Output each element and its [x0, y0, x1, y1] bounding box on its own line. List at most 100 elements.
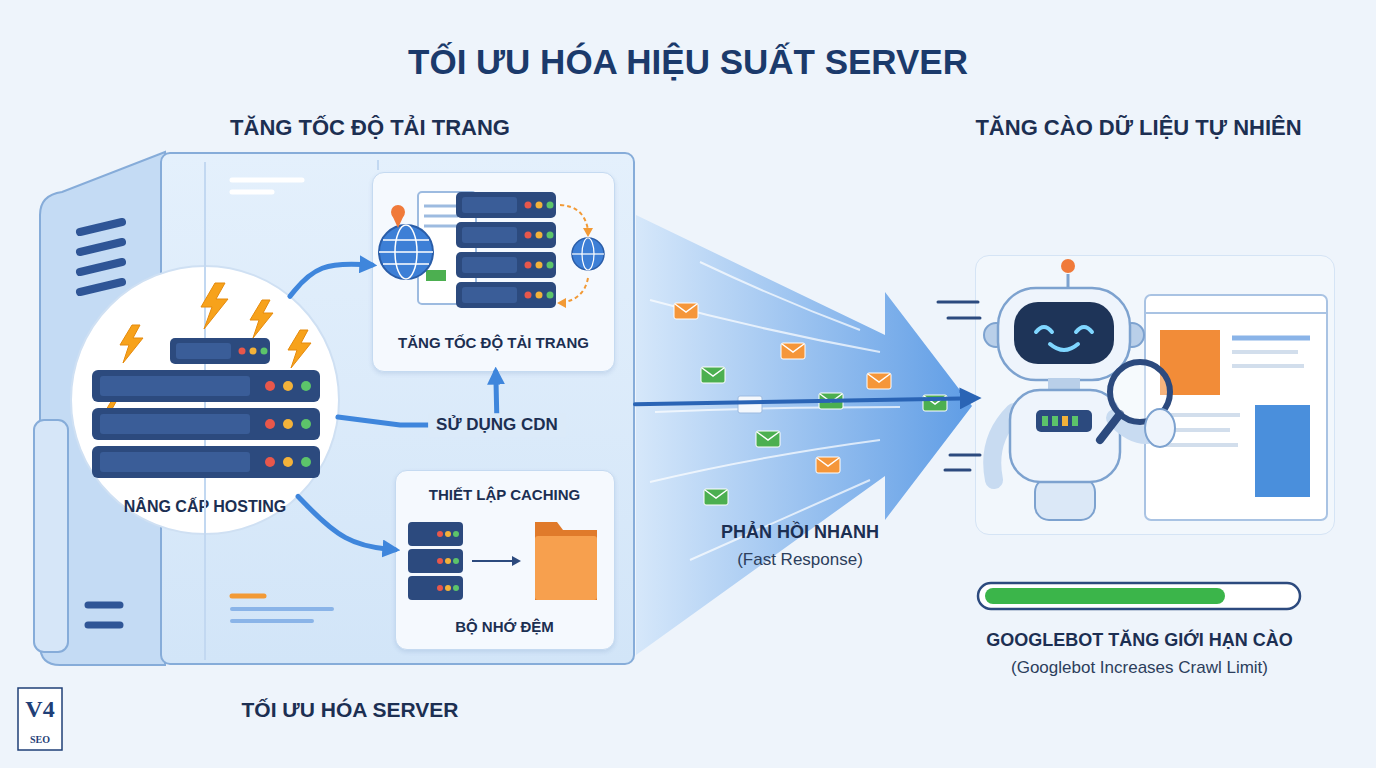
server-tower [34, 420, 68, 652]
web-page-illustration [1160, 330, 1220, 395]
node-heading: THIẾT LẬP CACHING [429, 486, 580, 503]
node-heading: NÂNG CẤP HOSTING [124, 498, 286, 516]
googlebot-robot [1061, 259, 1075, 273]
googlebot-robot [984, 323, 1008, 347]
panel-decoration [205, 160, 378, 660]
response-arrow-band [636, 215, 972, 655]
cdn-illustration [379, 225, 433, 279]
googlebot-robot [1062, 416, 1068, 426]
logo-mark: V4 [25, 696, 54, 724]
server-tower [88, 605, 120, 625]
googlebot-robot [1045, 416, 1075, 426]
googlebot-area: TĂNG CÀO DỮ LIỆU TỰ NHIÊNGOOGLEBOT TĂNG … [975, 255, 1335, 535]
edge-label: PHẢN HỒI NHANH [721, 522, 879, 543]
node-text: BỘ NHỚ ĐỆM [455, 618, 554, 635]
googlebot-robot [1036, 327, 1092, 350]
node-heading: TĂNG TỐC ĐỘ TẢI TRANG [230, 115, 510, 140]
caching-illustration [408, 549, 463, 573]
server-stack [92, 338, 320, 478]
caching-box: THIẾT LẬP CACHING BỘ NHỚ ĐỆM [395, 470, 615, 650]
logo-mark: SEO [30, 734, 50, 746]
googlebot-robot [1010, 390, 1120, 482]
node-text: (Googlebot Increases Crawl Limit) [1011, 658, 1268, 678]
circle-outline [70, 265, 340, 535]
data-envelope [674, 303, 698, 319]
lightning-bolt [201, 283, 228, 329]
data-envelope [781, 343, 805, 359]
connector-arrow [290, 264, 372, 296]
data-envelope [819, 393, 843, 409]
lightning-bolt [120, 325, 143, 363]
cdn-illustration [456, 192, 556, 218]
googlebot-robot [1120, 323, 1144, 347]
web-page-illustration [1255, 405, 1310, 497]
web-page-illustration [1160, 352, 1304, 445]
lightning-bolt [103, 283, 311, 428]
diagram-title: TỐI ƯU HÓA HIỆU SUẤT SERVER [408, 42, 968, 82]
googlebot-robot [998, 288, 1130, 380]
googlebot-robot [1036, 410, 1092, 432]
panel-decoration [232, 594, 264, 599]
caching-illustration [535, 522, 597, 600]
hosting-circle: NÂNG CẤP HOSTING [70, 265, 340, 535]
panel-decoration [232, 180, 302, 192]
server-tower [80, 222, 122, 292]
cdn-illustration [456, 252, 556, 278]
lightning-bolt [250, 300, 273, 338]
cdn-illustration [391, 205, 405, 219]
data-envelope [816, 457, 840, 473]
googlebot-robot [1110, 362, 1170, 422]
cdn-illustration [456, 222, 556, 248]
googlebot-robot [1035, 478, 1095, 520]
data-envelope [701, 367, 725, 383]
connector-arrow [338, 372, 497, 425]
connector-arrow [635, 398, 975, 404]
node-text: TỐI ƯU HÓA SERVER [242, 698, 459, 722]
web-page-illustration [1145, 295, 1327, 520]
data-envelope [756, 431, 780, 447]
data-envelope [738, 396, 762, 413]
caching-illustration [512, 556, 521, 566]
lightning-bolt [103, 400, 120, 428]
caching-illustration [408, 576, 463, 600]
logo-frame [18, 688, 62, 750]
googlebot-robot [1067, 274, 1070, 290]
cdn-illustration [560, 205, 588, 303]
cdn-illustration [379, 192, 604, 308]
caching-illustration [535, 536, 597, 600]
cdn-illustration [418, 192, 476, 304]
cdn-illustration [456, 282, 556, 308]
cdn-illustration [392, 215, 404, 228]
panel-decoration [232, 609, 332, 621]
connector-arrow [298, 496, 395, 549]
googlebot-robot [1145, 409, 1175, 447]
node-heading: TĂNG CÀO DỮ LIỆU TỰ NHIÊN [975, 115, 1301, 140]
cdn-box: TĂNG TỐC ĐỘ TẢI TRANG [372, 172, 615, 372]
server-stack [170, 338, 270, 364]
crawl-progress-bar [985, 588, 1225, 604]
cdn-illustration [572, 238, 604, 270]
data-envelope [704, 489, 728, 505]
label-text: (Fast Response) [737, 550, 863, 570]
logo-frame [18, 688, 62, 750]
cdn-illustration [582, 238, 594, 270]
caching-illustration [408, 522, 597, 600]
cdn-illustration [424, 206, 468, 226]
googlebot-robot [992, 412, 1014, 480]
crawl-progress-bar [978, 583, 1300, 609]
crawl-progress-bar [978, 583, 1300, 609]
node-text: GOOGLEBOT TĂNG GIỚI HẠN CÀO [986, 629, 1292, 650]
lightning-bolt [288, 330, 311, 368]
googlebot-robot [938, 259, 1175, 520]
cdn-illustration [379, 240, 433, 264]
circle-outline [71, 266, 339, 534]
web-page-illustration [1145, 295, 1327, 520]
cdn-illustration [557, 228, 593, 308]
data-envelope [867, 373, 891, 389]
web-page-illustration [1145, 312, 1327, 314]
web-page-illustration [1232, 336, 1310, 341]
googlebot-robot [1100, 414, 1120, 440]
googlebot-robot [1048, 378, 1080, 392]
